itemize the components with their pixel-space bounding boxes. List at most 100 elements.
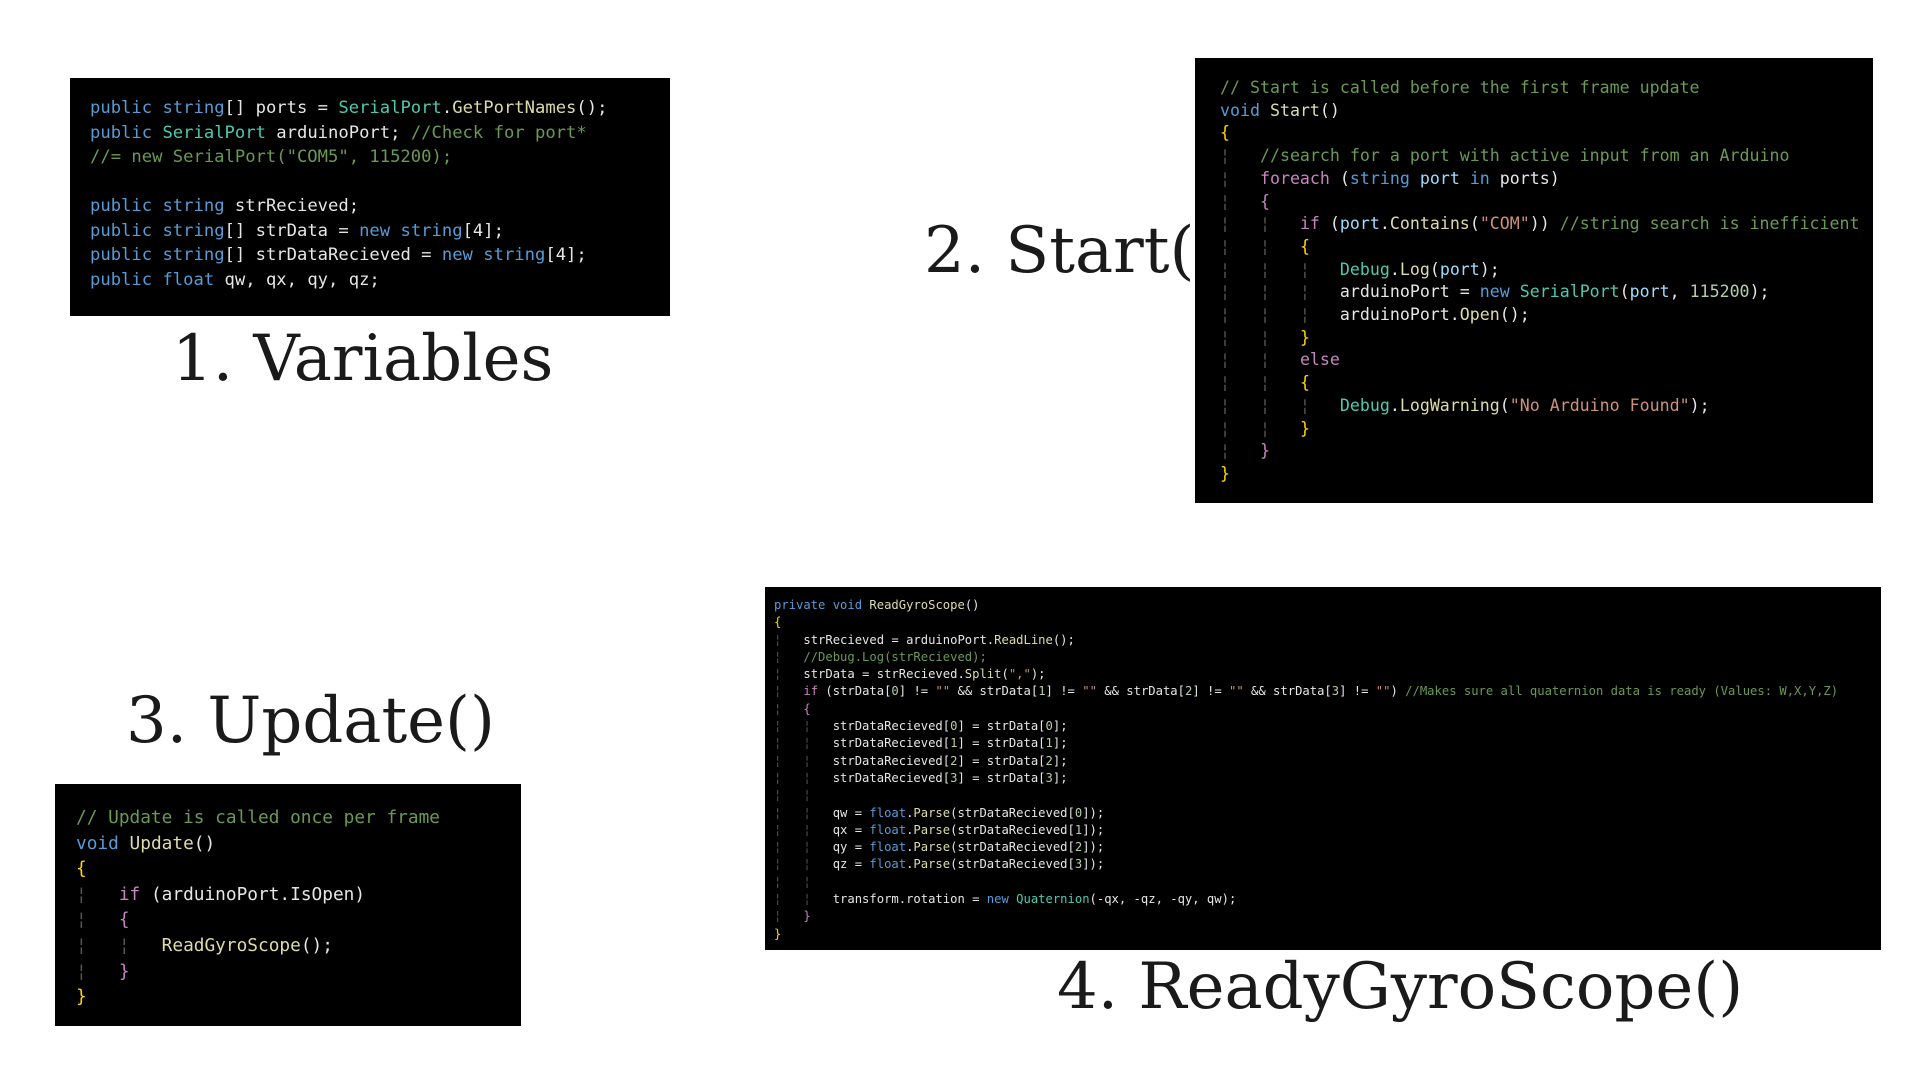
- code-token: transform.rotation =: [832, 892, 987, 907]
- code-token: (strDataRecieved[: [950, 857, 1075, 872]
- indent-guide: ¦ ¦: [774, 770, 833, 785]
- code-token: ]);: [1082, 822, 1105, 837]
- code-token: // Start is called before the first fram…: [1220, 78, 1700, 97]
- code-token: port: [1419, 168, 1460, 188]
- code-token: [4];: [462, 220, 504, 241]
- code-token: "": [1375, 684, 1391, 699]
- code-token: [152, 221, 162, 241]
- code-token: if: [118, 883, 141, 905]
- code-token: 0: [950, 719, 958, 734]
- code-token: strDataRecieved[: [832, 770, 951, 785]
- code-token: Split: [964, 667, 1002, 682]
- code-token: [1260, 101, 1270, 120]
- code-token: Parse: [913, 822, 951, 837]
- code-token: [152, 270, 162, 290]
- code-token: );: [1749, 282, 1770, 302]
- code-token: arduinoPort =: [1339, 282, 1480, 302]
- code-token: }: [774, 926, 782, 941]
- code-token: ReadGyroScope: [869, 598, 965, 612]
- code-token: string: [400, 220, 463, 241]
- code-token: (: [1619, 282, 1630, 302]
- code-line: ¦ ¦ }: [1220, 327, 1873, 350]
- code-token: "COM": [1479, 214, 1530, 234]
- code-token: ] = strData[: [957, 753, 1046, 768]
- code-token: .: [906, 857, 914, 872]
- code-token: 0: [1045, 719, 1053, 734]
- start-code-panel: // Start is called before the first fram…: [1195, 58, 1873, 503]
- code-token: [152, 196, 162, 216]
- code-token: SerialPort: [1519, 282, 1620, 302]
- code-line: ¦ ¦ {: [1220, 236, 1873, 259]
- code-token: "": [935, 684, 951, 699]
- indent-guide: ¦ ¦: [1220, 418, 1300, 438]
- code-token: 1: [950, 736, 958, 751]
- code-token: }: [1259, 441, 1270, 461]
- code-token: [] strDataRecieved =: [224, 245, 442, 265]
- code-token: strRecieved;: [224, 196, 360, 216]
- indent-guide: ¦ ¦: [774, 719, 833, 734]
- code-token: port: [1339, 214, 1380, 234]
- code-token: .: [906, 840, 914, 855]
- code-token: }: [1220, 463, 1230, 483]
- code-token: [152, 123, 162, 143]
- code-line: ¦ ¦ strDataRecieved[3] = strData[3];: [774, 770, 1881, 787]
- code-line: ¦ {: [774, 701, 1881, 718]
- variables-code-panel: public string[] ports = SerialPort.GetPo…: [70, 78, 670, 316]
- code-token: (: [1469, 214, 1480, 234]
- code-token: SerialPort: [338, 98, 442, 118]
- code-line: ¦ //Debug.Log(strRecieved);: [774, 649, 1881, 666]
- code-token: && strData[: [1096, 684, 1185, 699]
- code-token: "": [1082, 684, 1097, 699]
- code-token: (arduinoPort.IsOpen): [140, 883, 366, 905]
- code-token: new: [359, 220, 391, 241]
- code-token: private: [774, 598, 826, 612]
- code-token: string: [162, 220, 225, 241]
- code-token: strDataRecieved[: [832, 719, 951, 734]
- code-token: ReadLine: [994, 632, 1053, 647]
- indent-guide: ¦ ¦: [774, 788, 811, 803]
- code-token: (: [1319, 214, 1340, 234]
- code-token: port: [1629, 282, 1670, 302]
- code-line: ¦ }: [76, 959, 521, 985]
- code-token: ] !=: [1045, 684, 1083, 699]
- code-line: ¦ ¦ qx = float.Parse(strDataRecieved[1])…: [774, 822, 1881, 839]
- code-token: void: [832, 598, 863, 612]
- code-token: void: [76, 832, 119, 854]
- code-token: (: [1429, 259, 1440, 279]
- code-token: port: [1439, 259, 1480, 279]
- code-line: ¦ ¦ strDataRecieved[0] = strData[0];: [774, 718, 1881, 735]
- code-token: }: [118, 960, 130, 982]
- code-token: ();: [576, 98, 608, 118]
- code-token: (): [964, 598, 980, 612]
- indent-guide: ¦: [76, 883, 119, 905]
- code-token: ",": [1008, 667, 1031, 682]
- code-line: ¦ ¦ ReadGyroScope();: [76, 933, 521, 959]
- indent-guide: ¦ ¦: [1220, 373, 1300, 393]
- code-token: 0: [891, 684, 899, 699]
- code-token: Parse: [913, 857, 951, 872]
- indent-guide: ¦: [76, 960, 119, 982]
- code-token: ];: [1052, 719, 1068, 734]
- code-token: 3: [1045, 770, 1053, 785]
- code-token: ]);: [1082, 840, 1105, 855]
- code-token: (-qx, -qz, -qy, qw);: [1089, 892, 1237, 907]
- code-token: (): [1319, 100, 1340, 120]
- code-token: 3: [1331, 684, 1340, 699]
- code-line: public string strRecieved;: [90, 194, 670, 219]
- code-token: Debug: [1339, 395, 1390, 415]
- code-line: ¦ ¦ else: [1220, 349, 1873, 372]
- code-token: float: [869, 857, 907, 872]
- code-token: public: [90, 196, 153, 216]
- code-token: //string search is inefficient: [1559, 214, 1860, 234]
- code-token: ();: [300, 934, 333, 956]
- indent-guide: ¦ ¦ ¦: [1220, 259, 1340, 279]
- code-line: void Update(): [76, 831, 521, 857]
- code-line: {: [76, 856, 521, 882]
- code-token: string: [1349, 168, 1410, 188]
- code-token: {: [1220, 123, 1230, 143]
- code-token: ReadGyroScope: [161, 934, 301, 956]
- code-token: //= new SerialPort("COM5", 115200);: [90, 147, 453, 167]
- indent-guide: ¦ ¦: [774, 736, 833, 751]
- code-token: string: [483, 245, 546, 265]
